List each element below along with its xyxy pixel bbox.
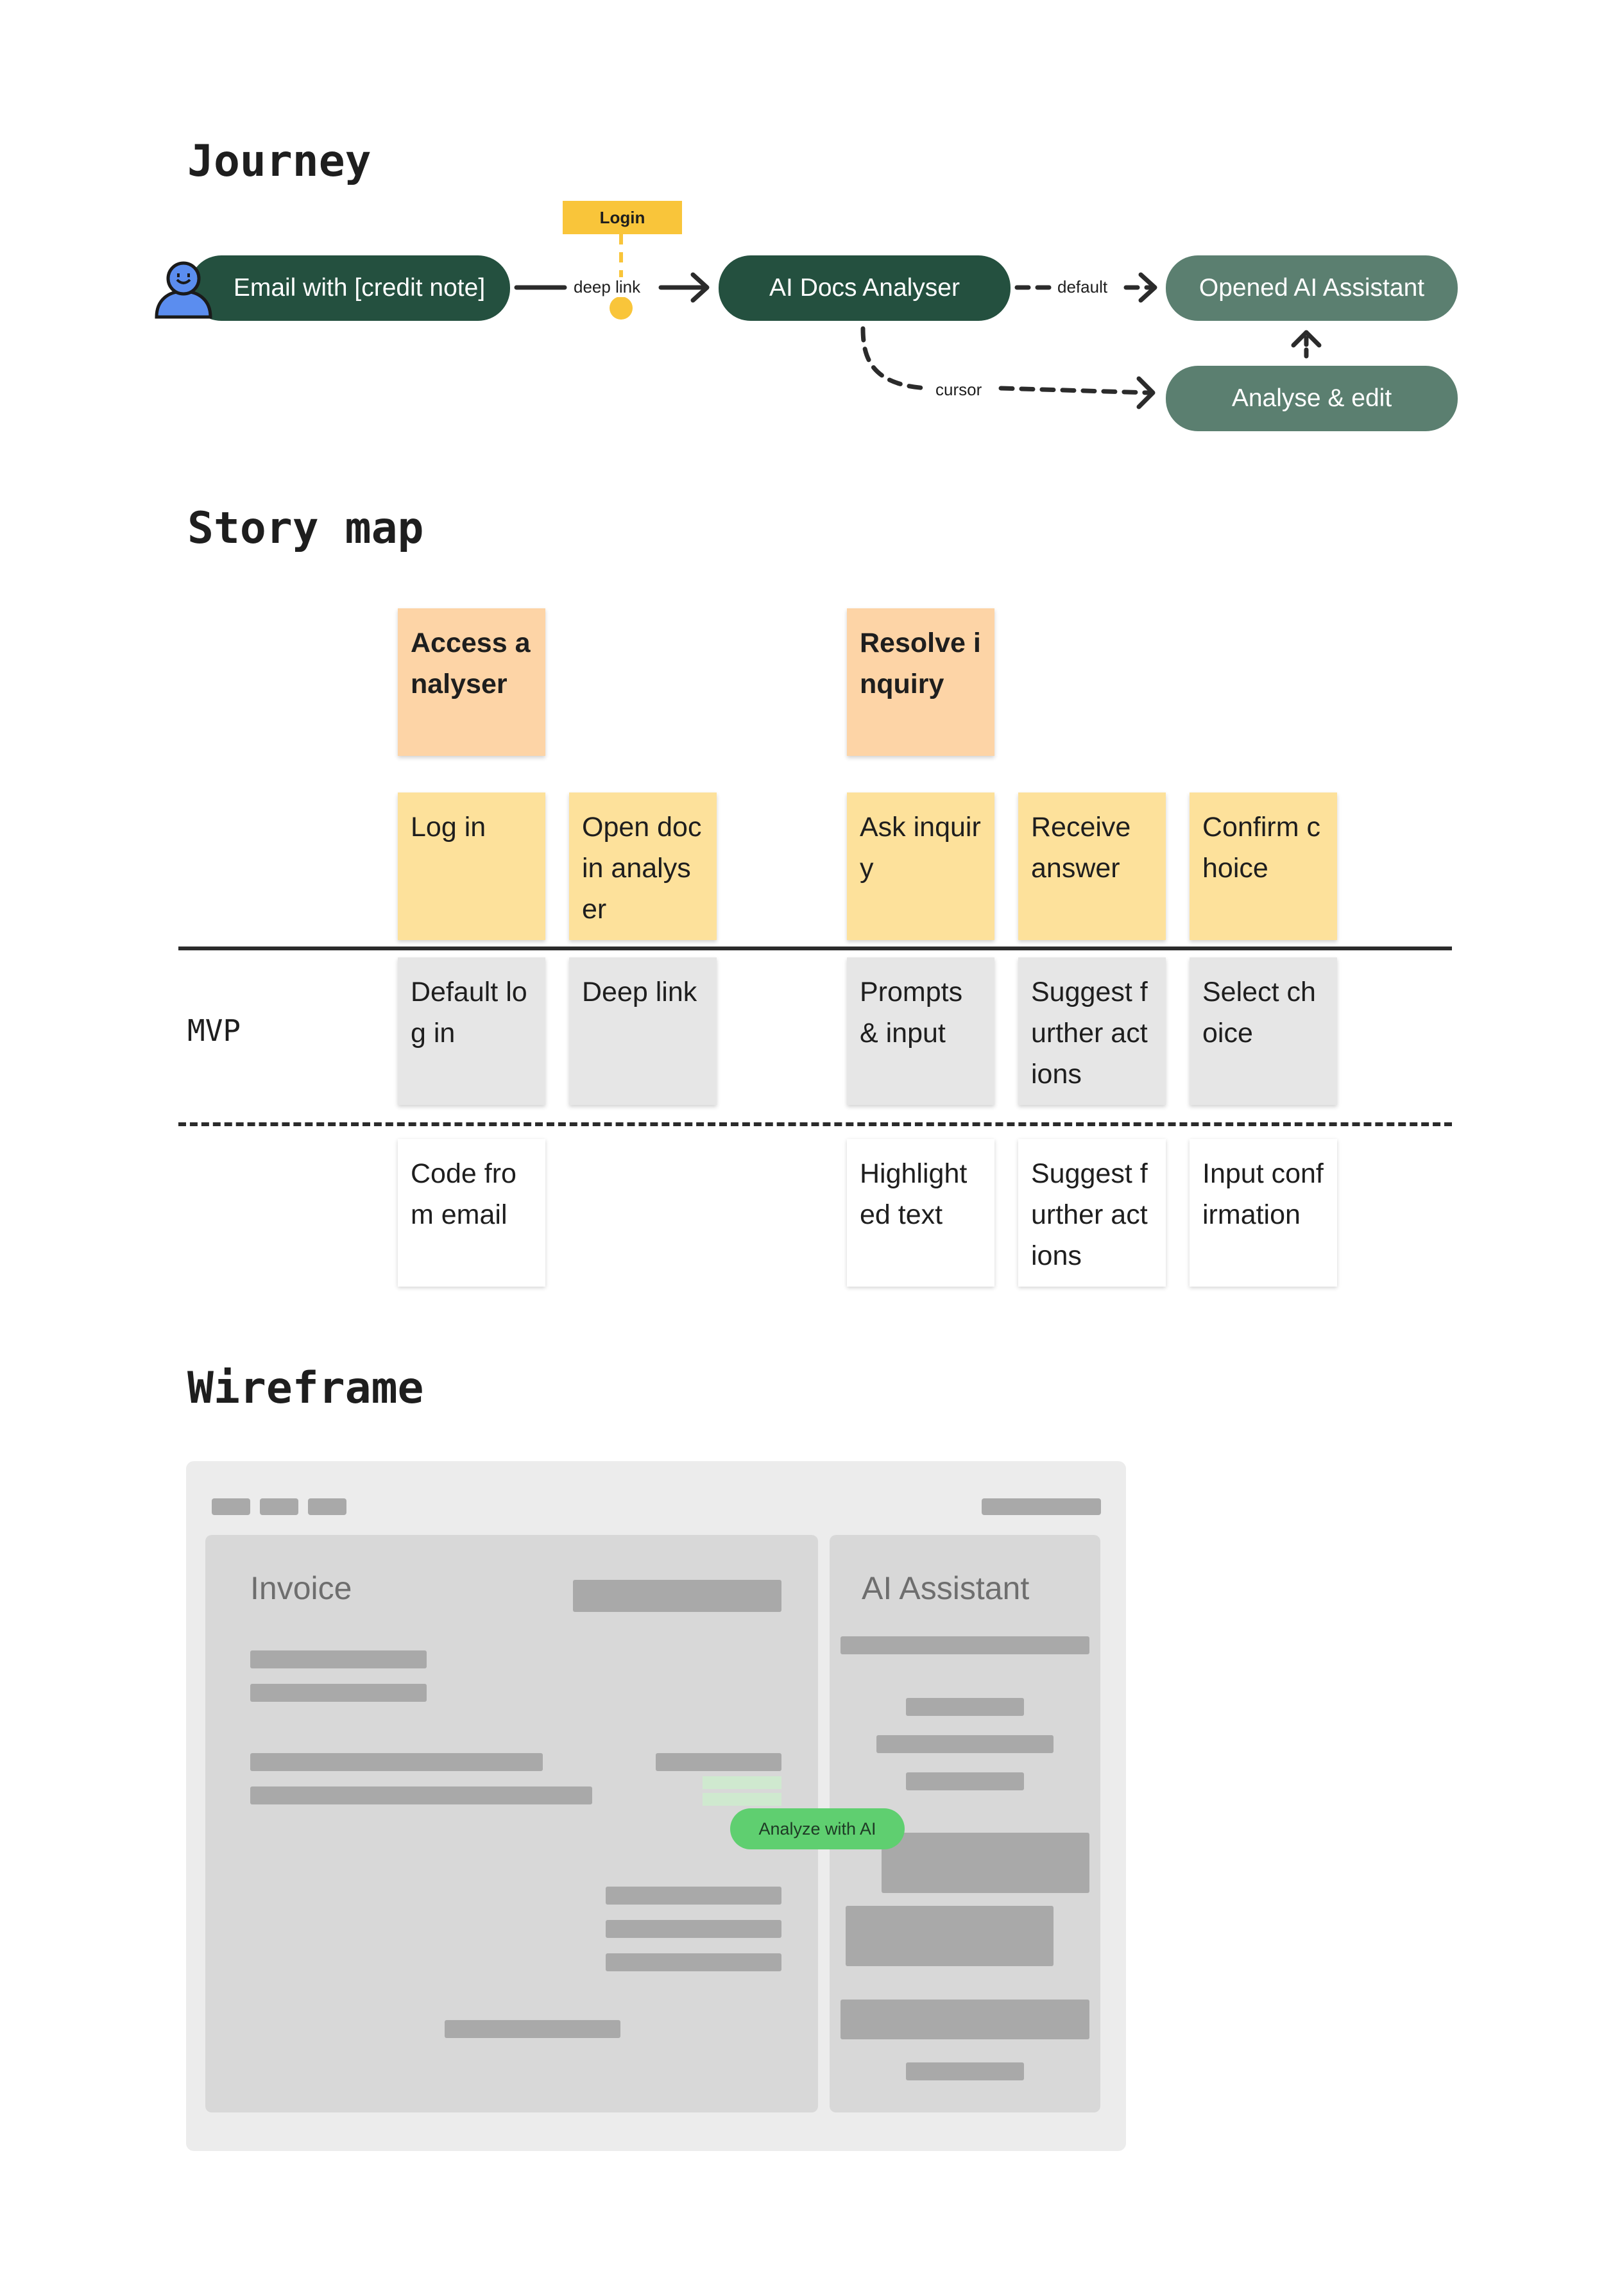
journey-node-analyser-label: AI Docs Analyser [769, 274, 960, 302]
wireframe-text-highlight [703, 1776, 781, 1789]
sticky-mvp: Suggest further actions [1018, 957, 1166, 1105]
wireframe-placeholder [573, 1580, 781, 1612]
wireframe-placeholder [906, 2062, 1024, 2080]
wireframe-invoice-title: Invoice [250, 1570, 352, 1606]
wireframe-placeholder [606, 1887, 781, 1905]
wireframe-placeholder [250, 1786, 592, 1804]
wireframe-toolbar-item [260, 1498, 298, 1515]
edge-label-cursor: cursor [932, 380, 986, 400]
wireframe-placeholder [606, 1920, 781, 1938]
login-connector-dot [610, 296, 633, 320]
sticky-activity: Log in [398, 792, 545, 940]
wireframe-toolbar-item [212, 1498, 250, 1515]
wireframe-text-highlight [703, 1793, 781, 1806]
journey-title: Journey [187, 136, 371, 187]
sticky-later: Code from email [398, 1139, 545, 1287]
journey-node-assistant: Opened AI Assistant [1166, 255, 1458, 321]
edge-label-deep-link: deep link [570, 277, 645, 298]
wireframe-placeholder [906, 1698, 1024, 1716]
wireframe-chat-bubble [846, 1906, 1054, 1966]
sticky-later: Suggest further actions [1018, 1139, 1166, 1287]
edge-cursor [860, 326, 930, 391]
journey-node-email: Email with [credit note] [189, 255, 510, 321]
wireframe-placeholder [445, 2020, 620, 2038]
sticky-activity: Receive answer [1018, 792, 1166, 940]
analyze-with-ai-button[interactable]: Analyze with AI [730, 1808, 905, 1849]
sticky-activity: Ask inquiry [847, 792, 994, 940]
wireframe-title: Wireframe [187, 1363, 424, 1414]
wireframe-placeholder [250, 1650, 427, 1668]
backbone-divider [178, 947, 1452, 950]
sticky-activity: Open doc in analyser [569, 792, 717, 940]
journey-node-email-label: Email with [credit note] [233, 274, 486, 302]
arrowhead-default [1138, 272, 1157, 303]
wireframe-placeholder [876, 1735, 1054, 1753]
sticky-theme: Resolve inquiry [847, 608, 994, 756]
wireframe-toolbar-item [308, 1498, 346, 1515]
sticky-mvp: Select choice [1190, 957, 1337, 1105]
sticky-later: Highlighted text [847, 1139, 994, 1287]
arrowhead-cursor [1136, 376, 1156, 409]
mvp-label: MVP [187, 1013, 241, 1048]
arrowhead-up [1291, 330, 1322, 348]
journey-node-analyser: AI Docs Analyser [719, 255, 1011, 321]
login-tag: Login [563, 201, 682, 234]
wireframe-placeholder [656, 1753, 781, 1771]
wireframe-placeholder [606, 1953, 781, 1971]
edge-label-default: default [1054, 277, 1112, 298]
journey-node-analyse-edit-label: Analyse & edit [1231, 384, 1392, 412]
sticky-theme: Access analyser [398, 608, 545, 756]
journey-node-assistant-label: Opened AI Assistant [1199, 274, 1425, 302]
release-divider [178, 1122, 1452, 1126]
wireframe-invoice-panel [205, 1535, 818, 2112]
wireframe-assistant-title: AI Assistant [862, 1570, 1030, 1606]
story-map-title: Story map [187, 503, 424, 554]
wireframe-placeholder [906, 1772, 1024, 1790]
wireframe-placeholder [840, 1636, 1089, 1654]
wireframe-placeholder [250, 1684, 427, 1702]
wireframe-toolbar-right [982, 1498, 1101, 1515]
sticky-mvp: Default log in [398, 957, 545, 1105]
sticky-mvp: Deep link [569, 957, 717, 1105]
sticky-mvp: Prompts & input [847, 957, 994, 1105]
sticky-later: Input confirmation [1190, 1139, 1337, 1287]
journey-node-analyse-edit: Analyse & edit [1166, 366, 1458, 431]
sticky-activity: Confirm choice [1190, 792, 1337, 940]
wireframe-chat-bubble [882, 1833, 1089, 1893]
wireframe-input-box [840, 2000, 1089, 2039]
arrowhead-deep-link [690, 272, 710, 303]
wireframe-placeholder [250, 1753, 543, 1771]
user-icon [155, 261, 212, 319]
